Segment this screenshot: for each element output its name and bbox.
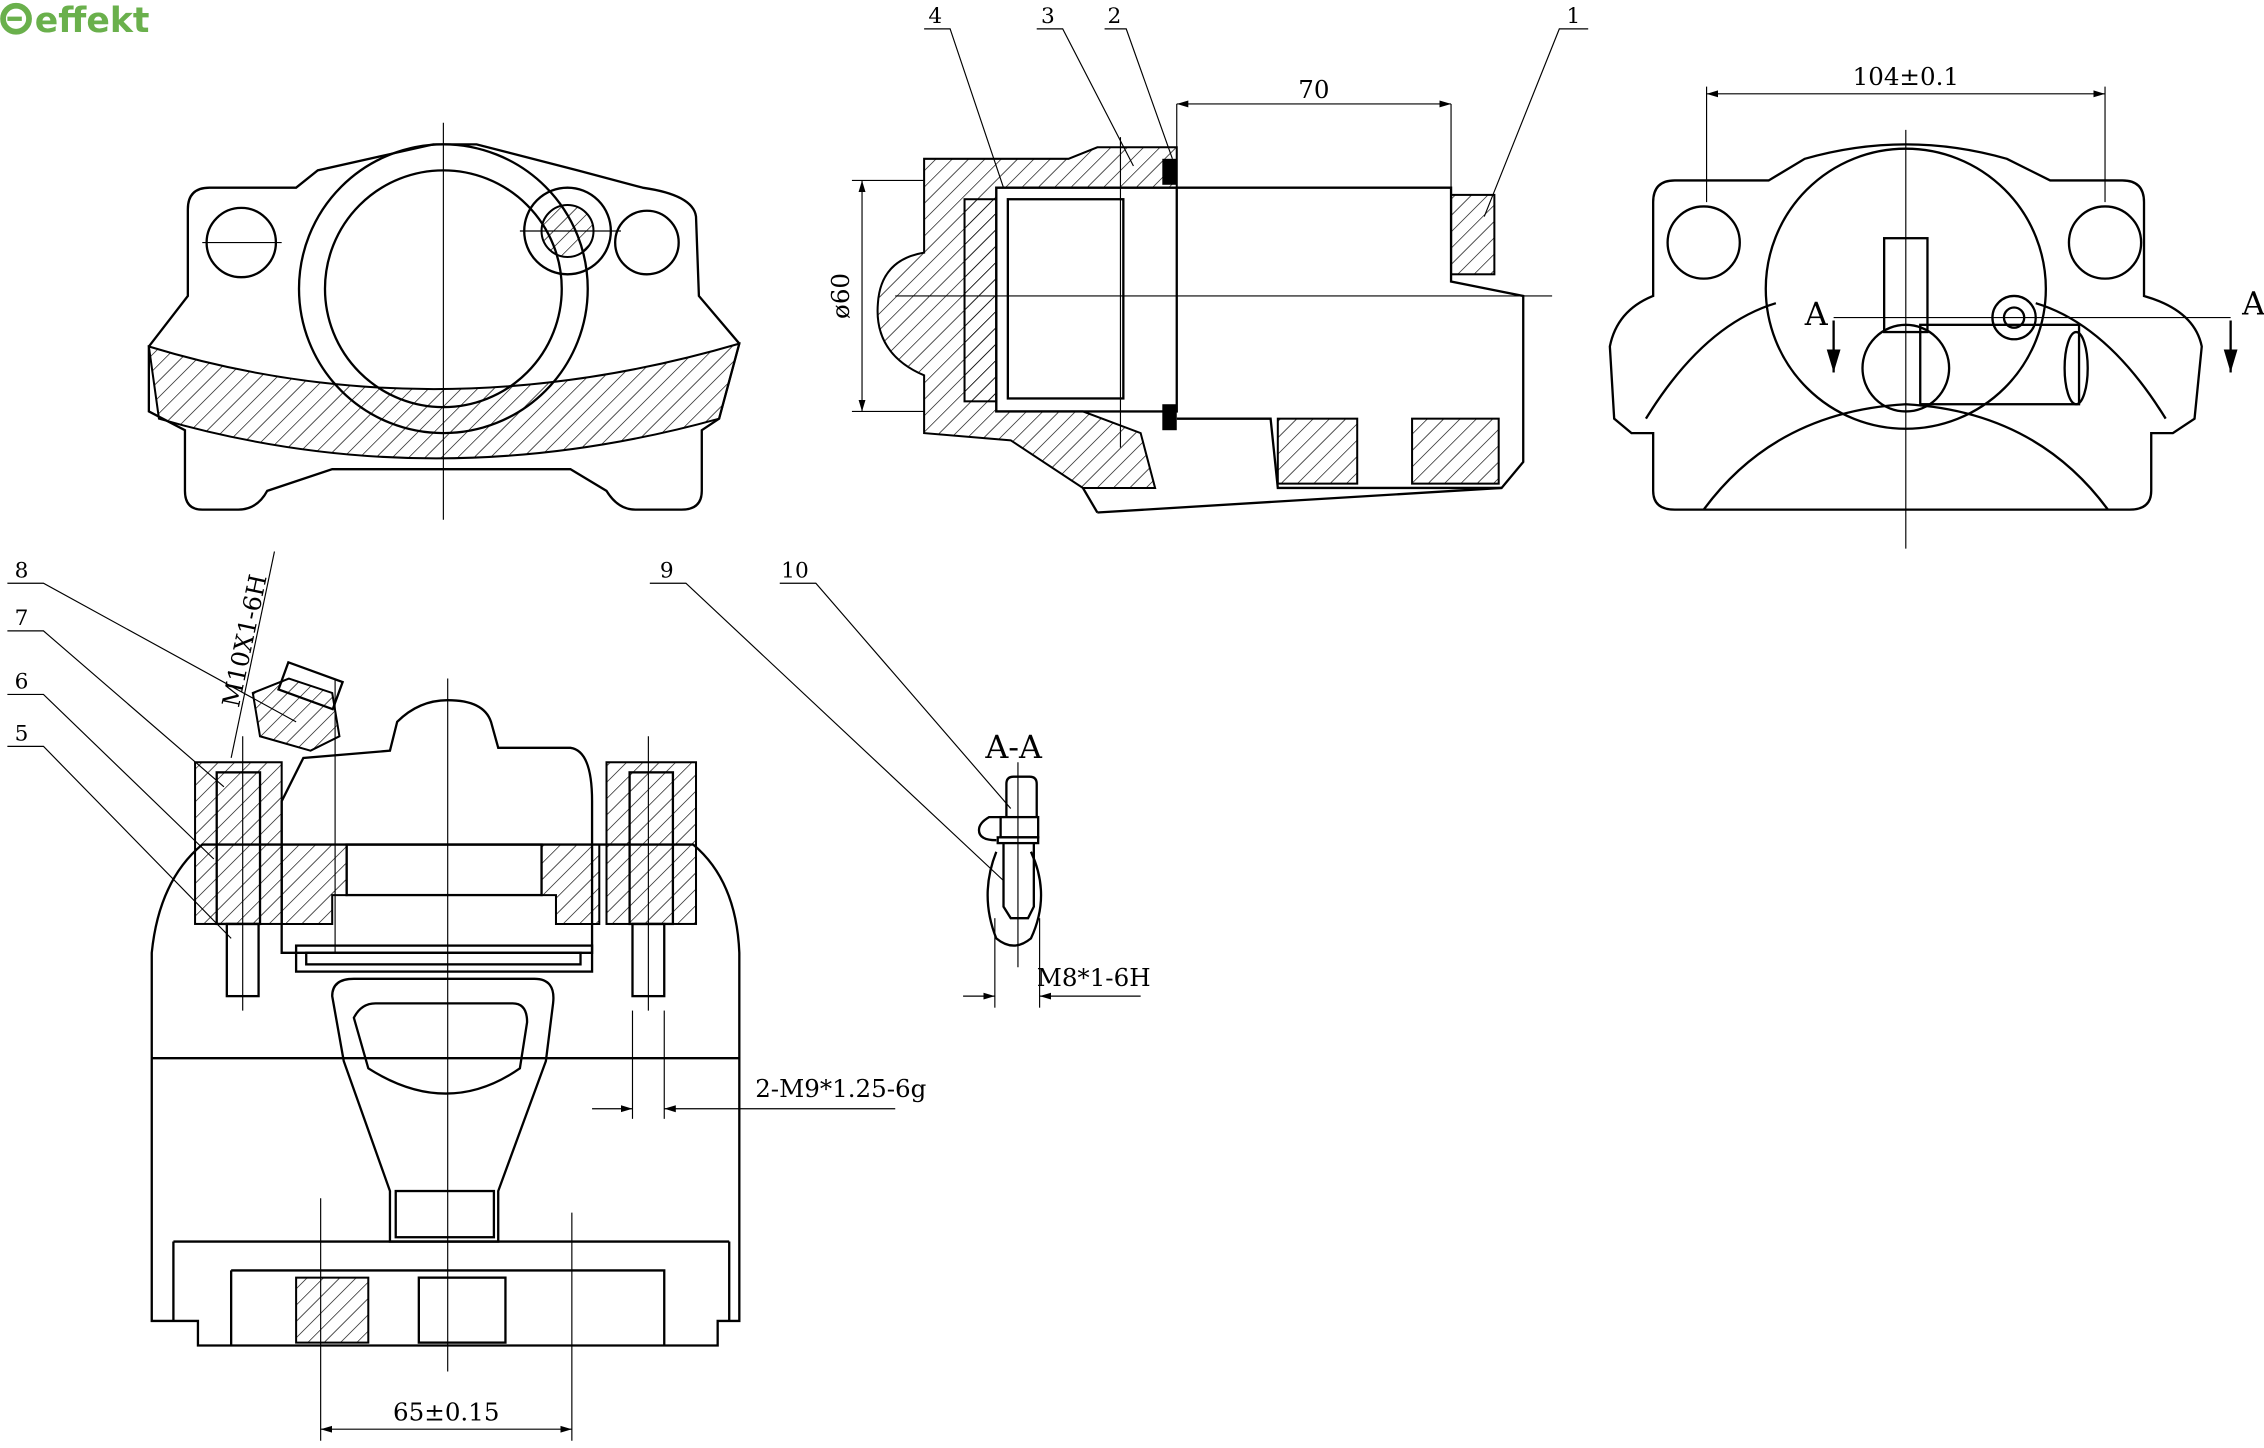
section-mark-right: A — [2241, 287, 2264, 323]
logo-text: effekt — [35, 1, 150, 41]
dim-pad-spacing: 65±0.15 — [393, 1398, 499, 1427]
part-label-9: 9 — [660, 558, 674, 583]
section-a-a-detail: A-A M8*1-6H 9 10 — [649, 558, 1151, 1008]
part-label-1: 1 — [1567, 4, 1581, 29]
dim-mount-width: 104±0.1 — [1853, 62, 1959, 91]
part-label-4: 4 — [928, 4, 942, 29]
part-label-2: 2 — [1107, 4, 1121, 29]
part-label-6: 6 — [15, 670, 29, 695]
part-label-8: 8 — [15, 558, 29, 583]
part-label-3: 3 — [1041, 4, 1055, 29]
brand-logo: effekt — [0, 1, 150, 41]
section-title: A-A — [984, 730, 1043, 766]
part-label-5: 5 — [15, 722, 29, 747]
dim-piston-offset: 70 — [1298, 75, 1329, 104]
top-view: 65±0.15 2-M9*1.25-6g M10X1-6H 8 7 6 5 — [7, 551, 926, 1441]
section-mark-left: A — [1804, 297, 1829, 333]
part-label-7: 7 — [15, 606, 29, 631]
front-view — [147, 122, 741, 520]
dim-mount-thread: 2-M9*1.25-6g — [755, 1074, 926, 1103]
section-view: 70 ø60 4 3 2 1 — [826, 4, 1589, 514]
dim-bore-diameter: ø60 — [826, 273, 855, 319]
side-view: 104±0.1 A A — [1608, 62, 2264, 549]
part-label-10: 10 — [781, 558, 809, 583]
dim-section-thread: M8*1-6H — [1037, 963, 1151, 992]
